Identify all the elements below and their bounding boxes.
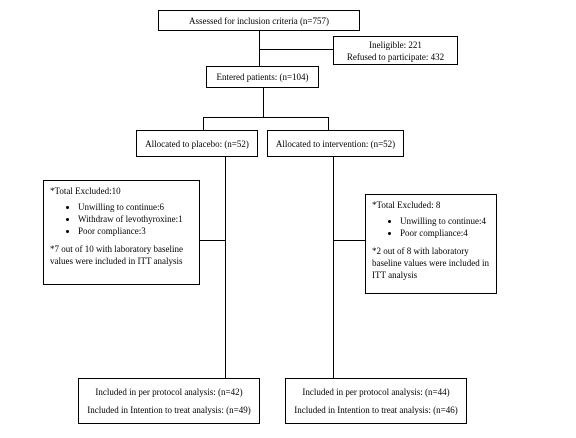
- intervention-excluded-item: Unwilling to continue:4: [400, 215, 490, 227]
- assessed-box: Assessed for inclusion criteria (n=757): [158, 10, 360, 31]
- refused-count: Refused to participate: 432: [346, 51, 445, 62]
- intervention-per-protocol: Included in per protocol analysis: (n=44…: [302, 387, 450, 397]
- placebo-excluded-item: Unwilling to continue:6: [78, 201, 193, 213]
- connector-intervention-down: [333, 157, 334, 379]
- intervention-analysis-box: Included in per protocol analysis: (n=44…: [285, 378, 467, 424]
- intervention-excluded-item: Poor compliance:4: [400, 227, 490, 239]
- connector-split-left: [203, 117, 204, 131]
- intervention-allocation-label: Allocated to intervention: (n=52): [275, 138, 396, 149]
- assessed-label: Assessed for inclusion criteria (n=757): [188, 15, 330, 26]
- placebo-excluded-item: Withdraw of levothyroxine:1: [78, 213, 193, 225]
- connector-placebo-excluded: [200, 240, 225, 241]
- placebo-exclusion-box: *Total Excluded:10 Unwilling to continue…: [43, 180, 200, 285]
- intervention-itt: Included in Intention to treat analysis:…: [294, 405, 458, 415]
- connector-intervention-excluded: [333, 240, 365, 241]
- intervention-excluded-title: *Total Excluded: 8: [372, 200, 441, 210]
- placebo-excluded-title: *Total Excluded:10: [50, 186, 121, 196]
- placebo-excluded-note: *7 out of 10 with laboratory baseline va…: [50, 244, 183, 266]
- placebo-analysis-box: Included in per protocol analysis: (n=42…: [78, 378, 260, 424]
- placebo-itt: Included in Intention to treat analysis:…: [87, 405, 251, 415]
- initial-exclusion-box: Ineligible: 221 Refused to participate: …: [333, 36, 458, 65]
- intervention-excluded-list: Unwilling to continue:4 Poor compliance:…: [372, 215, 490, 239]
- ineligible-count: Ineligible: 221: [369, 39, 422, 50]
- connector-placebo-down: [225, 157, 226, 379]
- placebo-excluded-list: Unwilling to continue:6 Withdraw of levo…: [50, 201, 193, 237]
- connector-entered-down: [263, 88, 264, 118]
- intervention-exclusion-box: *Total Excluded: 8 Unwilling to continue…: [365, 194, 497, 294]
- intervention-excluded-note: *2 out of 8 with laboratory baseline val…: [372, 246, 489, 280]
- connector-split-horizontal: [203, 117, 329, 118]
- connector-to-excluded: [259, 49, 334, 50]
- placebo-allocation-box: Allocated to placebo: (n=52): [136, 130, 258, 157]
- placebo-per-protocol: Included in per protocol analysis: (n=42…: [95, 387, 243, 397]
- connector-top-vertical: [259, 30, 260, 70]
- placebo-excluded-item: Poor compliance:3: [78, 225, 193, 237]
- entered-box: Entered patients: (n=104): [206, 66, 319, 88]
- connector-split-right: [328, 117, 329, 131]
- placebo-allocation-label: Allocated to placebo: (n=52): [145, 138, 249, 149]
- entered-label: Entered patients: (n=104): [216, 72, 309, 82]
- intervention-allocation-box: Allocated to intervention: (n=52): [267, 130, 404, 157]
